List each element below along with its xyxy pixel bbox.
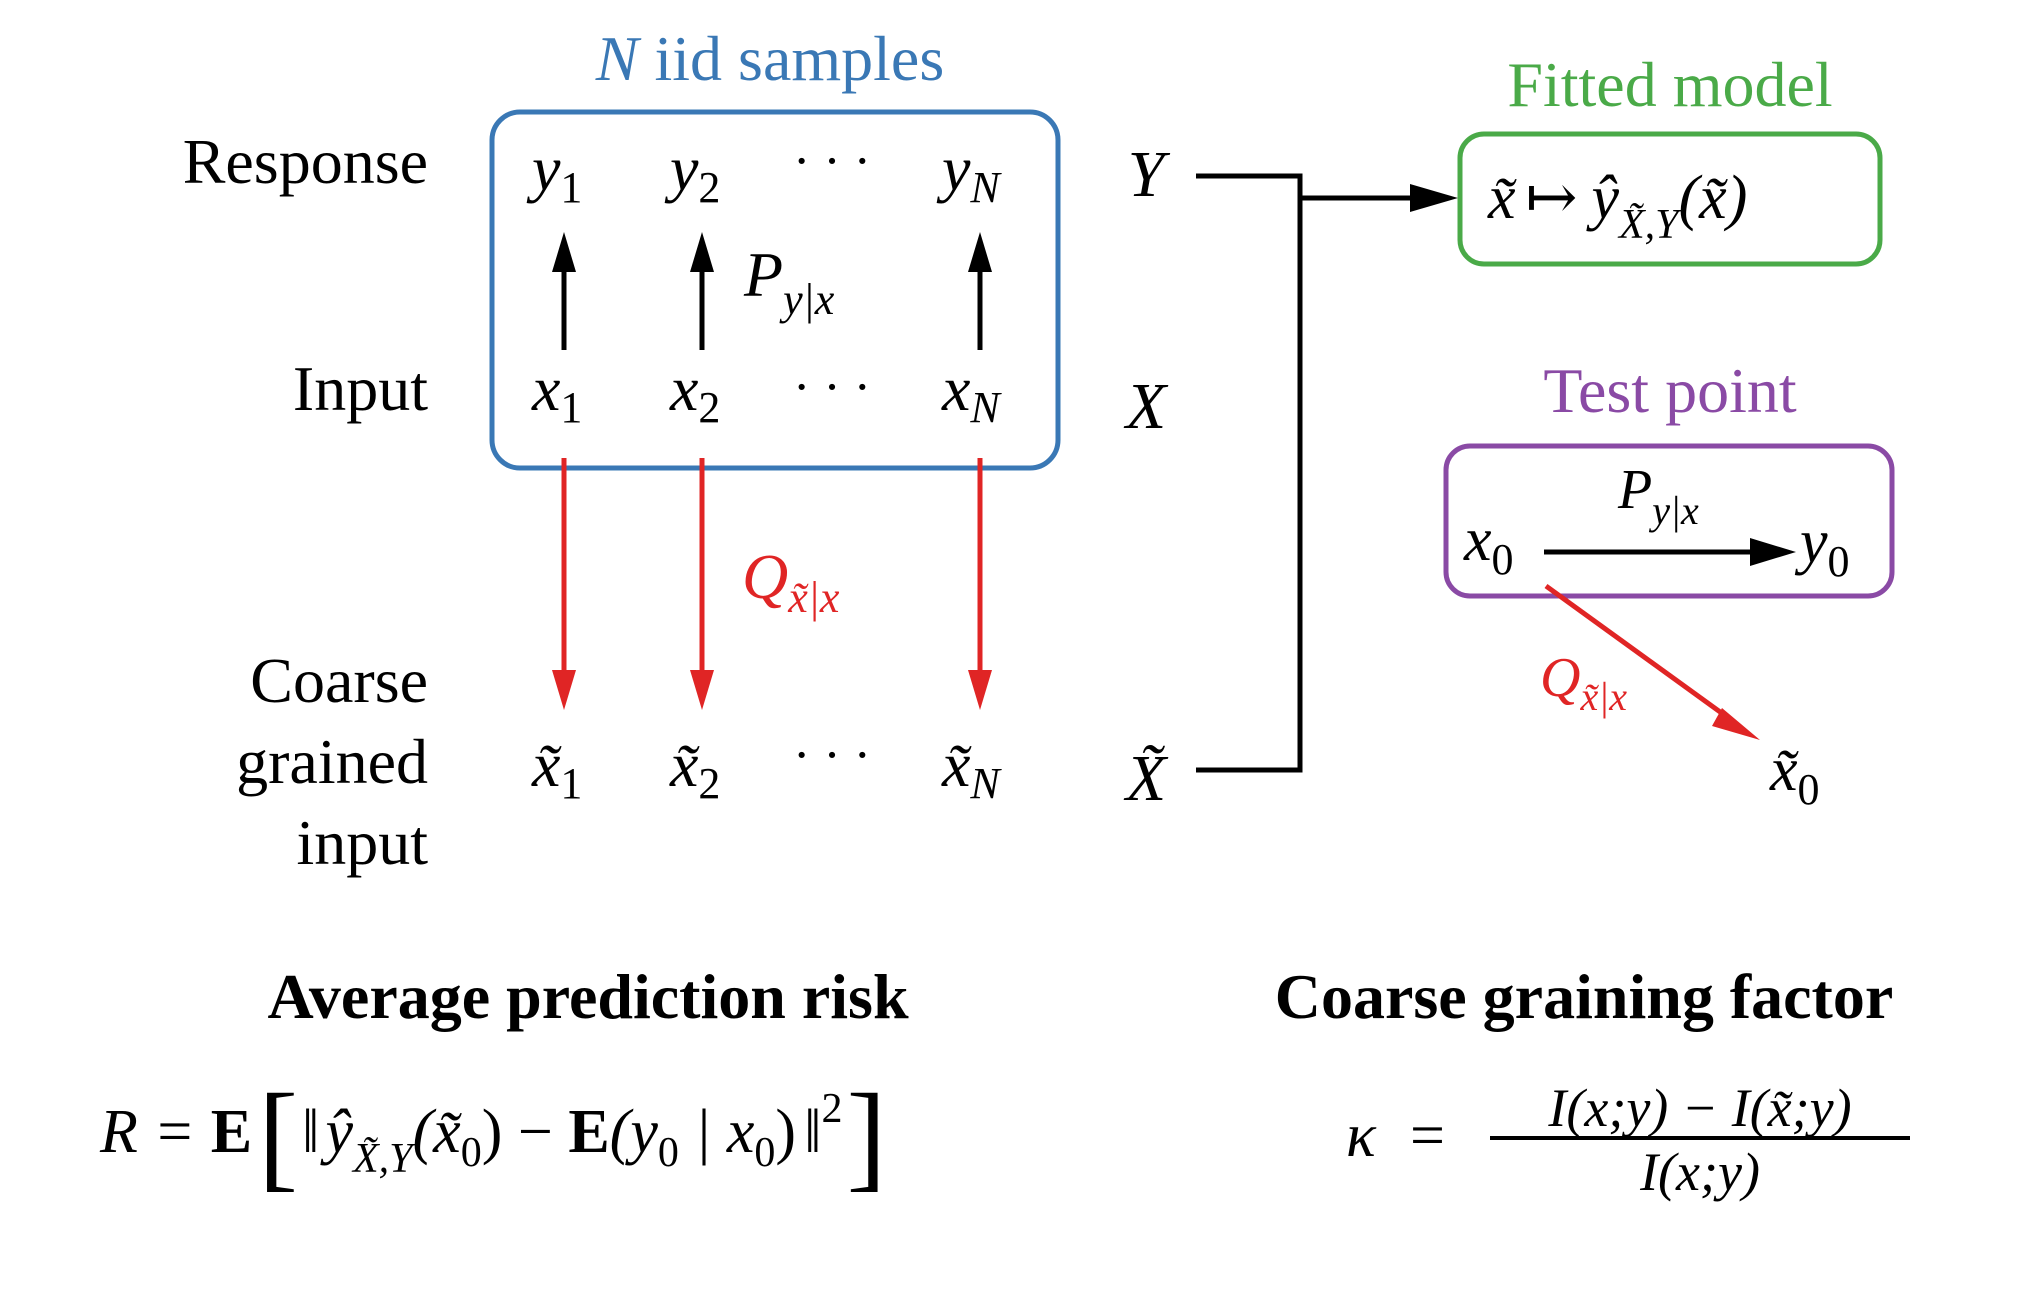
row-label-input: Input	[293, 353, 428, 424]
var-Y: Y	[1128, 138, 1171, 211]
sample-xt1: x̃1	[531, 729, 582, 808]
sample-yN: yN	[936, 133, 1002, 212]
sample-xt2: x̃2	[669, 729, 720, 808]
kappa-equals: =	[1410, 1102, 1445, 1170]
ellipsis-y: · · ·	[793, 133, 871, 190]
kappa-numerator: I(x;y) − I(x̃;y)	[1547, 1078, 1851, 1138]
sample-x1: x1	[531, 353, 582, 432]
test-arrowhead	[1750, 538, 1796, 566]
fitted-model-formula: x̃↦ŷX̃,Y(x̃)	[1487, 164, 1747, 248]
sample-y1: y1	[526, 133, 582, 212]
coarse-factor-title: Coarse graining factor	[1275, 961, 1894, 1032]
test-red-arrow-line	[1544, 583, 1736, 725]
sample-xN: xN	[941, 353, 1002, 432]
q-label: Qx̃|x	[742, 541, 840, 622]
row-label-response: Response	[183, 126, 428, 197]
kappa-denominator: I(x;y)	[1639, 1142, 1760, 1202]
test-q-label: Qx̃|x	[1540, 647, 1627, 719]
arrowhead-x2-y2	[690, 232, 714, 272]
var-X: X	[1123, 370, 1169, 443]
test-red-arrowhead	[1712, 708, 1760, 740]
test-x0-tilde: x̃0	[1769, 736, 1820, 814]
kappa-symbol: κ	[1346, 1102, 1377, 1170]
fitted-model-box	[1457, 131, 1883, 267]
samples-box	[489, 109, 1061, 471]
row-label-coarse-1: Coarse	[250, 645, 428, 716]
p-y-given-x-label: Py|x	[743, 239, 835, 324]
coarse-graining-arrows	[552, 458, 992, 710]
arrowhead-x1-y1	[552, 232, 576, 272]
row-label-coarse-2: grained	[236, 726, 428, 797]
sample-x2: x2	[669, 353, 720, 432]
var-X-tilde: X̃	[1123, 742, 1169, 815]
fit-connector	[1196, 173, 1458, 773]
connector-arrowhead	[1410, 184, 1458, 212]
test-x0: x0	[1463, 506, 1514, 584]
risk-formula: R = E[‖ŷX̃,Y(x̃0) − E(y0 | x0)‖2]	[99, 1069, 886, 1202]
test-point-title: Test point	[1543, 355, 1797, 426]
ellipsis-x: · · ·	[793, 359, 871, 416]
ellipsis-xt: · · ·	[793, 727, 871, 784]
average-risk-title: Average prediction risk	[267, 961, 909, 1032]
fitted-model-title: Fitted model	[1507, 49, 1832, 120]
sample-xtN: x̃N	[941, 729, 1002, 808]
sample-y2: y2	[664, 133, 720, 212]
arrowhead-xN-yN	[968, 232, 992, 272]
red-arrowhead-2	[690, 670, 714, 710]
connector-bracket	[1196, 173, 1303, 773]
red-arrowhead-1	[552, 670, 576, 710]
samples-title: N iid samples	[595, 23, 944, 94]
test-point-box	[1443, 443, 1895, 599]
generative-arrows	[552, 232, 992, 350]
row-label-coarse-3: input	[296, 807, 428, 878]
red-arrowhead-N	[968, 670, 992, 710]
test-y0: y0	[1794, 508, 1850, 586]
test-p-label: Py|x	[1617, 459, 1699, 533]
